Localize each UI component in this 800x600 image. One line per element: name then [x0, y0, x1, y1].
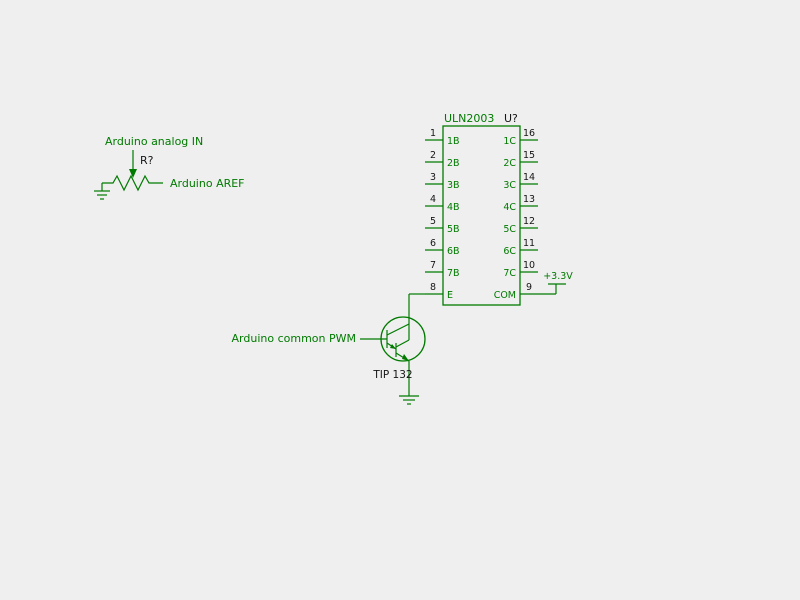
chip-pin-12: 12 5C	[503, 216, 538, 235]
power-flag-3v3[interactable]: +3.3V	[538, 271, 573, 295]
chip-pin-4: 4 4B	[425, 194, 460, 213]
pin-name: COM	[494, 290, 516, 301]
emitter-1-arrow-icon	[390, 344, 396, 349]
pin-name: 5B	[447, 224, 460, 235]
ground-symbol-transistor	[399, 395, 419, 405]
pin-name: 1B	[447, 136, 460, 147]
chip-pin-15: 15 2C	[503, 150, 538, 169]
chip-pin-7: 7 7B	[425, 260, 460, 279]
resistor-ref: R?	[140, 154, 154, 167]
chip-pin-8: 8 E	[425, 282, 453, 301]
chip-name: ULN2003	[444, 112, 494, 125]
pin-number: 12	[523, 216, 535, 227]
pin-name: 2B	[447, 158, 460, 169]
chip-pin-3: 3 3B	[425, 172, 460, 191]
pin-name: 7B	[447, 268, 460, 279]
chip-pin-13: 13 4C	[503, 194, 538, 213]
pin-number: 11	[523, 238, 535, 249]
net-label-arduino-aref: Arduino AREF	[170, 177, 245, 190]
chip-pin-14: 14 3C	[503, 172, 538, 191]
chip-pin-2: 2 2B	[425, 150, 460, 169]
chip-ref: U?	[504, 112, 518, 125]
chip-pin-10: 10 7C	[503, 260, 538, 279]
chip-pin-5: 5 5B	[425, 216, 460, 235]
transistor-part-label: TIP 132	[372, 369, 412, 381]
pin-name: E	[447, 290, 453, 301]
pin-number: 5	[430, 216, 436, 227]
pin-name: 6C	[503, 246, 516, 257]
pin-number: 8	[430, 282, 436, 293]
collector-1	[386, 323, 410, 336]
uln2003-ic[interactable]: ULN2003 U? 1 1B 2 2B 3 3B 4 4B 5 5B	[425, 112, 538, 306]
chip-pin-16: 16 1C	[503, 128, 538, 147]
pin-number: 1	[430, 128, 436, 139]
chip-pin-11: 11 6C	[503, 238, 538, 257]
pin-name: 3C	[503, 180, 516, 191]
pin-number: 13	[523, 194, 535, 205]
pin-name: 4C	[503, 202, 516, 213]
chip-pin-6: 6 6B	[425, 238, 460, 257]
pin-number: 16	[523, 128, 535, 139]
pin-number: 2	[430, 150, 436, 161]
pin-number: 15	[523, 150, 535, 161]
pin-number: 9	[526, 282, 532, 293]
pin-name: 6B	[447, 246, 460, 257]
collector-2	[395, 339, 410, 348]
pin-name: 3B	[447, 180, 460, 191]
pin-number: 14	[523, 172, 535, 183]
chip-pin-1: 1 1B	[425, 128, 460, 147]
pin-name: 5C	[503, 224, 516, 235]
pin-name: 7C	[503, 268, 516, 279]
ground-symbol-pot	[94, 183, 110, 200]
net-label-arduino-analog-in: Arduino analog IN	[105, 135, 203, 148]
net-label-arduino-common-pwm: Arduino common PWM	[232, 332, 356, 345]
potentiometer[interactable]: Arduino analog IN R? Arduino AREF	[94, 135, 245, 200]
pin-name: 1C	[503, 136, 516, 147]
chip-pin-9: 9 COM	[494, 282, 538, 301]
pin-name: 2C	[503, 158, 516, 169]
resistor-zigzag	[102, 174, 163, 192]
chip-body	[442, 125, 521, 306]
emitter-2-arrow-icon	[402, 354, 409, 361]
pin-number: 6	[430, 238, 436, 249]
pin-number: 10	[523, 260, 535, 271]
transistor-tip132[interactable]: Arduino common PWM TIP 132	[232, 294, 426, 405]
pin-number: 7	[430, 260, 436, 271]
power-label: +3.3V	[543, 271, 573, 282]
pot-wiper-arrow-icon	[129, 169, 137, 178]
pin-name: 4B	[447, 202, 460, 213]
pin-number: 4	[430, 194, 436, 205]
pin-number: 3	[430, 172, 436, 183]
